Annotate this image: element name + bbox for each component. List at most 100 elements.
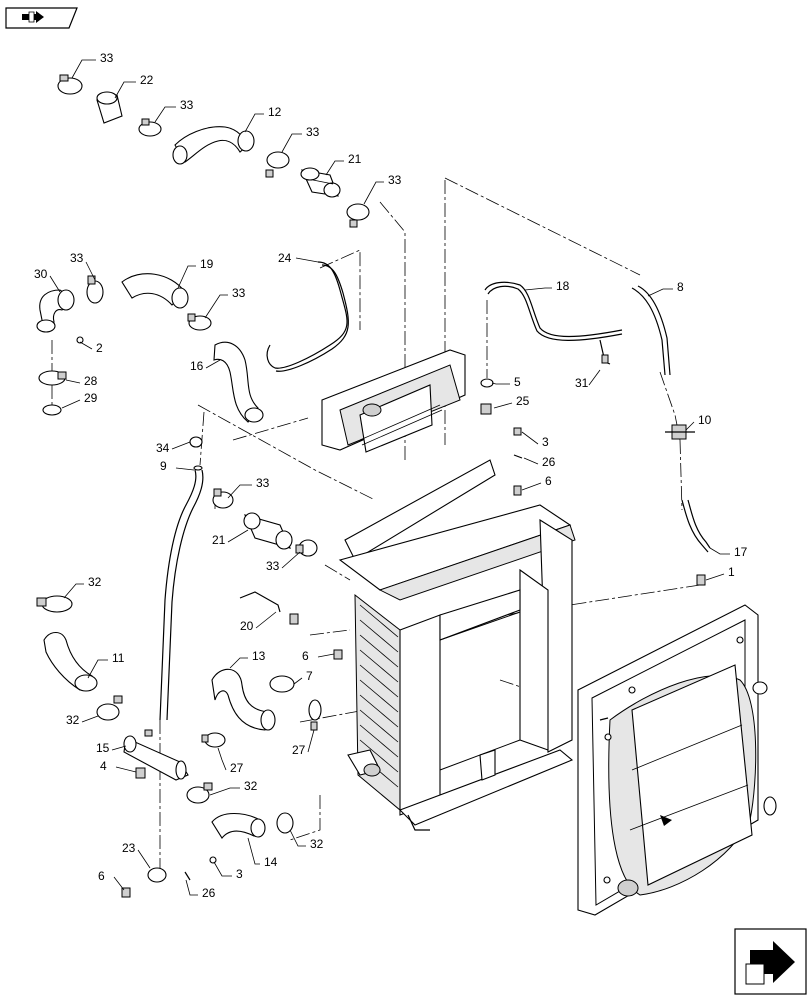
- callout-leader: [61, 399, 81, 409]
- clamp-33-g: [212, 488, 234, 509]
- callout-leader: [281, 551, 301, 569]
- clamp-33-h: [295, 539, 318, 557]
- callout-6: 6: [521, 474, 552, 491]
- callout-8: 8: [647, 280, 684, 297]
- callout-leader: [171, 441, 191, 450]
- callout-leader: [79, 341, 93, 350]
- callout-number: 29: [84, 391, 98, 405]
- callout-number: 21: [348, 152, 362, 166]
- callout-33: 33: [281, 125, 320, 153]
- callout-leader: [255, 611, 277, 629]
- callout-26: 26: [523, 455, 556, 469]
- callout-33: 33: [363, 173, 402, 205]
- callout-number: 5: [514, 375, 521, 389]
- callout-number: 3: [236, 867, 243, 881]
- callout-33: 33: [70, 251, 96, 281]
- callout-number: 10: [698, 413, 712, 427]
- callout-27: 27: [292, 729, 315, 757]
- callout-33: 33: [227, 476, 270, 499]
- callout-leader: [71, 59, 96, 79]
- callout-number: 27: [230, 761, 244, 775]
- fitting-2: [76, 336, 84, 344]
- clamp-27-a: [201, 732, 226, 748]
- callout-number: 8: [677, 280, 684, 294]
- callout-32: 32: [63, 575, 102, 599]
- callout-33: 33: [154, 98, 194, 123]
- callout-leader: [493, 402, 513, 409]
- tube-8: [631, 285, 671, 376]
- callout-leader: [114, 81, 136, 99]
- callout-number: 2: [96, 341, 103, 355]
- callout-number: 15: [96, 741, 110, 755]
- callout-number: 33: [232, 286, 246, 300]
- callout-leader: [115, 766, 137, 773]
- callout-33: 33: [71, 51, 114, 79]
- callout-number: 14: [264, 855, 278, 869]
- clamp-33-b: [138, 118, 162, 137]
- callout-leader: [521, 431, 539, 445]
- callout-leader: [227, 484, 252, 499]
- callout-number: 1: [728, 565, 735, 579]
- callout-number: 9: [160, 459, 167, 473]
- callout-4: 4: [100, 759, 137, 773]
- callout-number: 16: [190, 359, 204, 373]
- callout-leader: [325, 160, 344, 176]
- callout-leader: [217, 747, 227, 771]
- callout-29: 29: [61, 391, 98, 409]
- clamp-28: [38, 370, 67, 386]
- callout-leader: [85, 261, 96, 281]
- callout-6: 6: [98, 869, 125, 891]
- callout-number: 33: [266, 559, 280, 573]
- callout-leader: [588, 369, 601, 386]
- callout-number: 33: [388, 173, 402, 187]
- callout-leader: [81, 715, 99, 723]
- next-page-arrow-icon[interactable]: [734, 928, 807, 995]
- clamp-32-c: [186, 782, 213, 804]
- callout-16: 16: [190, 359, 221, 373]
- callout-26: 26: [185, 879, 216, 900]
- callout-5: 5: [491, 375, 521, 389]
- fan-shroud: [577, 604, 777, 916]
- callout-number: 26: [542, 455, 556, 469]
- fittings-6-26-3-bottom: [121, 856, 217, 898]
- callout-21: 21: [325, 152, 362, 176]
- callout-leader: [113, 876, 125, 891]
- callout-number: 20: [240, 619, 254, 633]
- callout-14: 14: [247, 837, 278, 869]
- callout-leader: [205, 359, 221, 369]
- callout-number: 33: [70, 251, 84, 265]
- callout-6: 6: [302, 649, 335, 663]
- callout-number: 3: [542, 435, 549, 449]
- callout-3: 3: [213, 861, 243, 881]
- callout-number: 18: [556, 279, 570, 293]
- tube-15: [123, 729, 189, 781]
- callout-leader: [521, 482, 542, 491]
- callout-number: 32: [244, 779, 258, 793]
- callout-number: 24: [278, 251, 292, 265]
- callout-number: 27: [292, 743, 306, 757]
- callout-number: 33: [306, 125, 320, 139]
- clamp-32-a: [36, 595, 73, 613]
- callout-leader: [685, 421, 695, 431]
- callout-leader: [524, 287, 552, 291]
- bracket-20: [239, 591, 299, 625]
- callout-leader: [705, 573, 725, 581]
- callout-leader: [154, 106, 176, 123]
- callout-leader: [281, 133, 302, 153]
- tube-24: [266, 261, 349, 372]
- callout-leader: [213, 861, 232, 877]
- hose-coupler-21-b: [243, 512, 293, 550]
- callout-28: 28: [65, 374, 98, 388]
- callout-leader: [295, 257, 319, 263]
- expansion-tank: [321, 349, 466, 453]
- callout-30: 30: [34, 267, 61, 293]
- callout-leader: [87, 659, 108, 679]
- callout-15: 15: [96, 741, 127, 755]
- callout-leader: [209, 787, 240, 796]
- clamp-34: [189, 436, 203, 448]
- callout-number: 6: [545, 474, 552, 488]
- clamp-32-d: [276, 812, 294, 834]
- callout-leader: [523, 457, 539, 465]
- sensor-31: [599, 339, 611, 365]
